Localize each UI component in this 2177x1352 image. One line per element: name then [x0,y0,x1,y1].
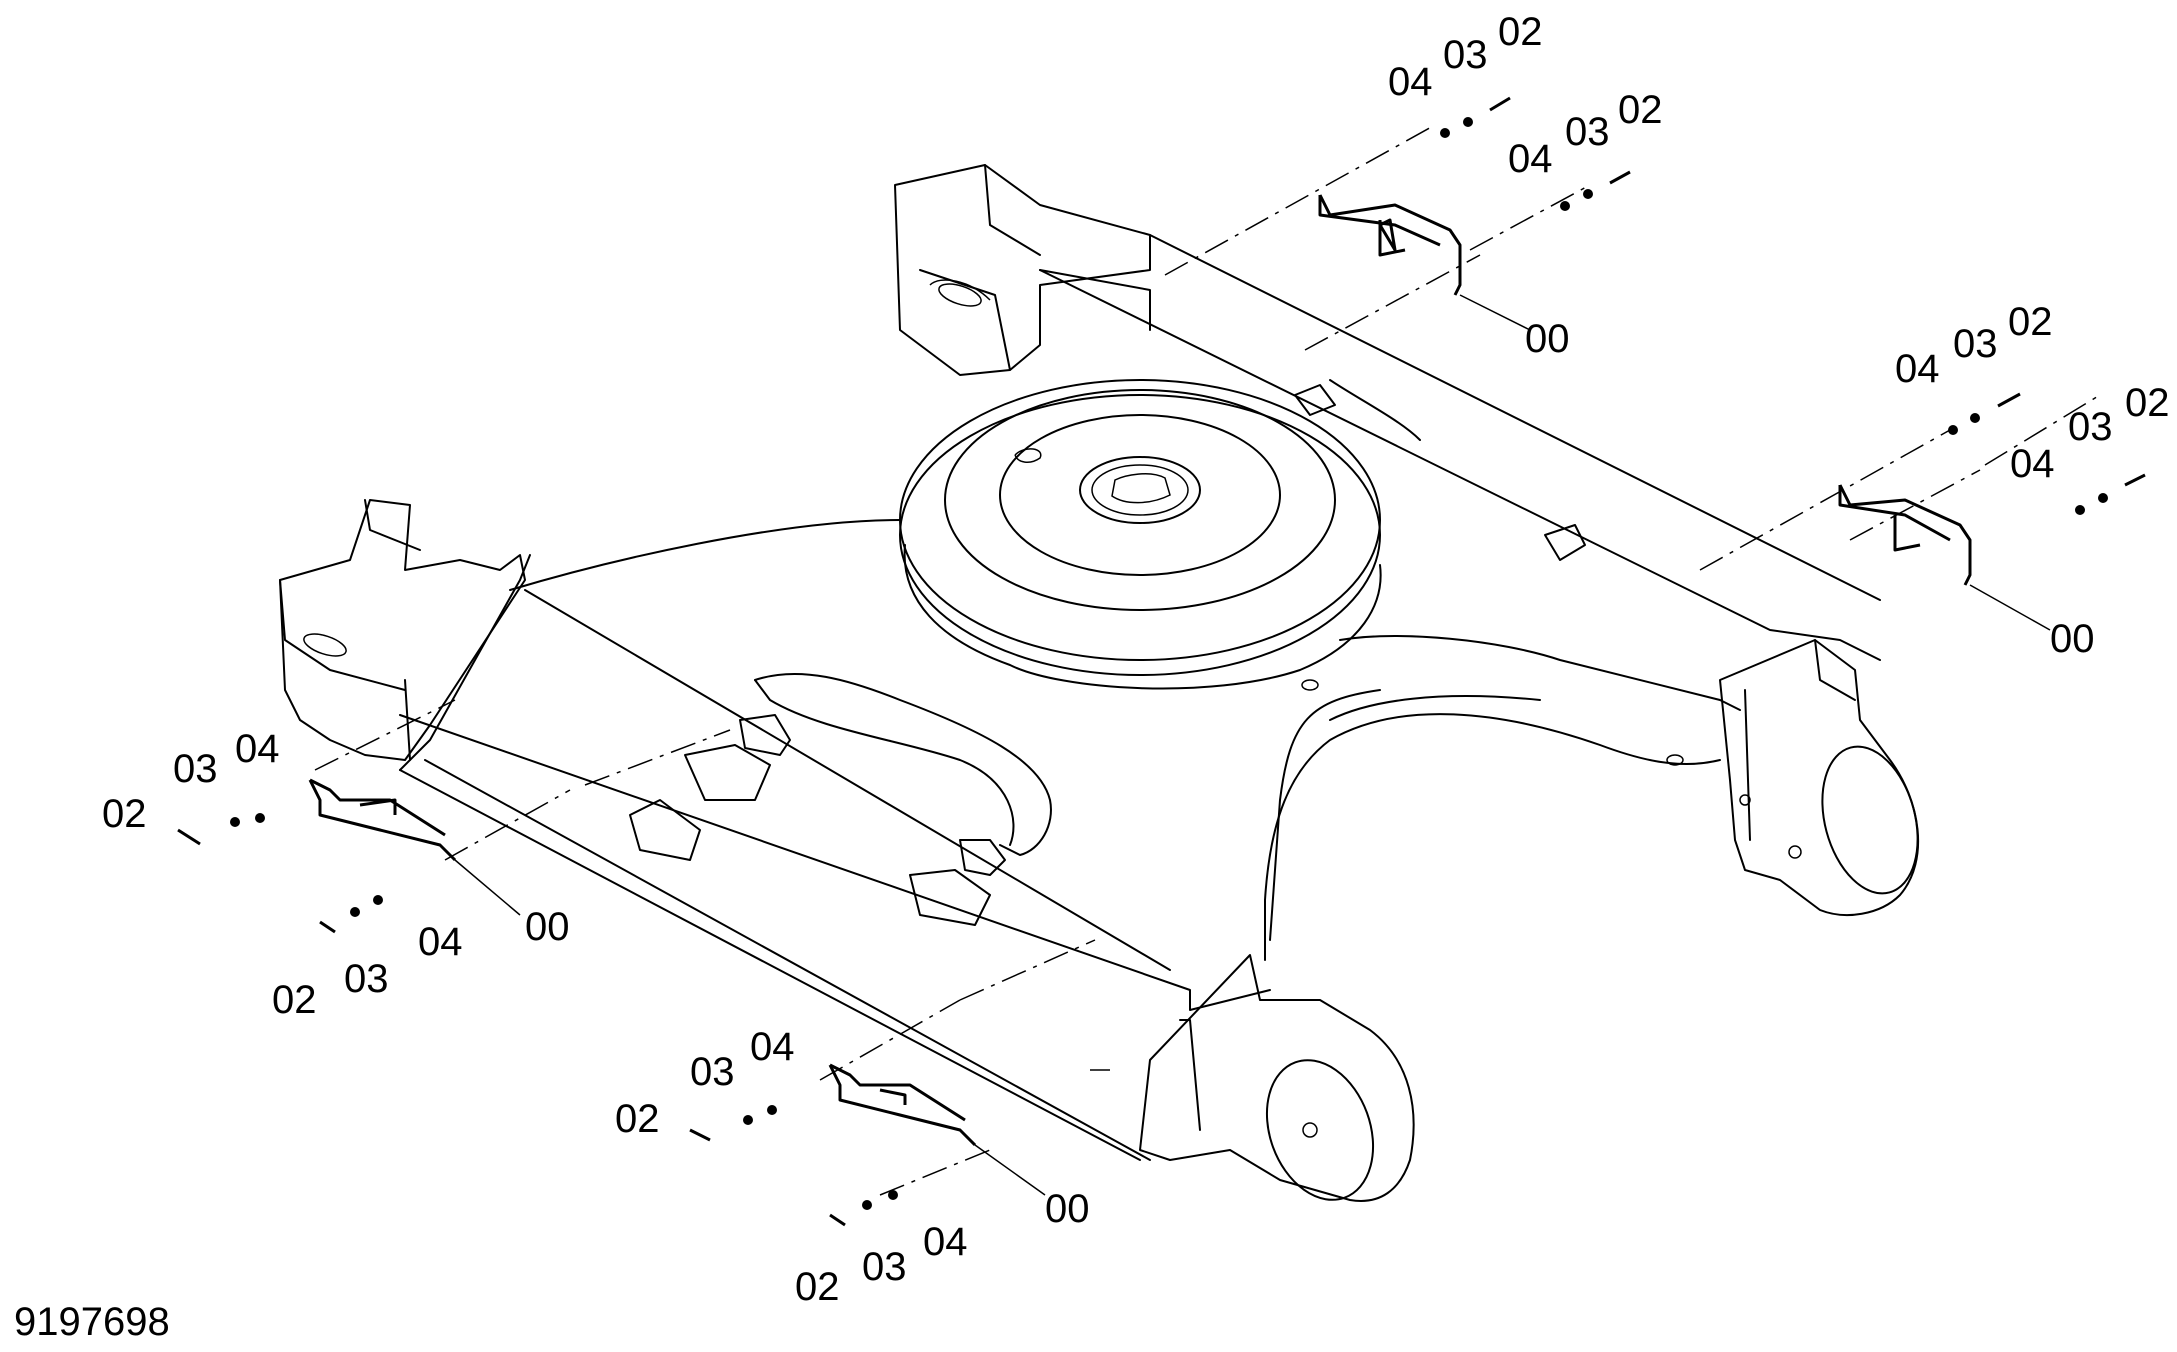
callout-front-right-bolt-a: 02 [2008,300,2053,344]
callout-front-right-bolt-b: 02 [2125,381,2170,425]
callout-rear-left-lockwasher-b: 04 [418,920,463,964]
callout-rear-right-bolt-a: 02 [1498,10,1543,54]
cover-rear-right [1318,194,1462,296]
callout-rear-right-part: 00 [1525,317,1570,361]
track-frame [279,164,1920,1202]
callout-rear-left-lockwasher-a: 04 [235,727,280,771]
callout-rear-left-bolt-a: 02 [102,792,147,836]
callout-front-left-bolt-b: 02 [795,1265,840,1309]
callout-front-right-washer-a: 03 [1953,322,1998,366]
callout-front-left-washer-a: 03 [690,1050,735,1094]
callout-rear-left-part: 00 [525,905,570,949]
callout-front-left-bolt-a: 02 [615,1097,660,1141]
callout-rear-left-washer-a: 03 [173,747,218,791]
callout-rear-right-lockwasher-a: 04 [1388,60,1433,104]
callout-front-right-part: 00 [2050,617,2095,661]
callout-front-right-lockwasher-b: 04 [2010,442,2055,486]
callout-rear-right-bolt-b: 02 [1618,88,1663,132]
callout-front-left-part: 00 [1045,1187,1090,1231]
callout-front-left-lockwasher-b: 04 [923,1220,968,1264]
hardware [177,96,2146,1227]
callout-leaders [454,294,2051,1196]
cover-front-right [1838,484,1972,586]
callout-front-left-lockwasher-a: 04 [750,1025,795,1069]
callout-rear-right-washer-b: 03 [1565,110,1610,154]
callout-front-right-washer-b: 03 [2068,405,2113,449]
cover-rear-left [308,778,457,862]
assembly-lines [314,124,2101,1196]
callout-front-right-lockwasher-a: 04 [1895,347,1940,391]
callout-front-left-washer-b: 03 [862,1245,907,1289]
drawing-number: 9197698 [14,1300,170,1344]
callout-rear-left-washer-b: 03 [344,957,389,1001]
callout-rear-right-washer-a: 03 [1443,33,1488,77]
callout-rear-right-lockwasher-b: 04 [1508,137,1553,181]
cover-front-left [828,1063,977,1147]
callout-rear-left-bolt-b: 02 [272,978,317,1022]
